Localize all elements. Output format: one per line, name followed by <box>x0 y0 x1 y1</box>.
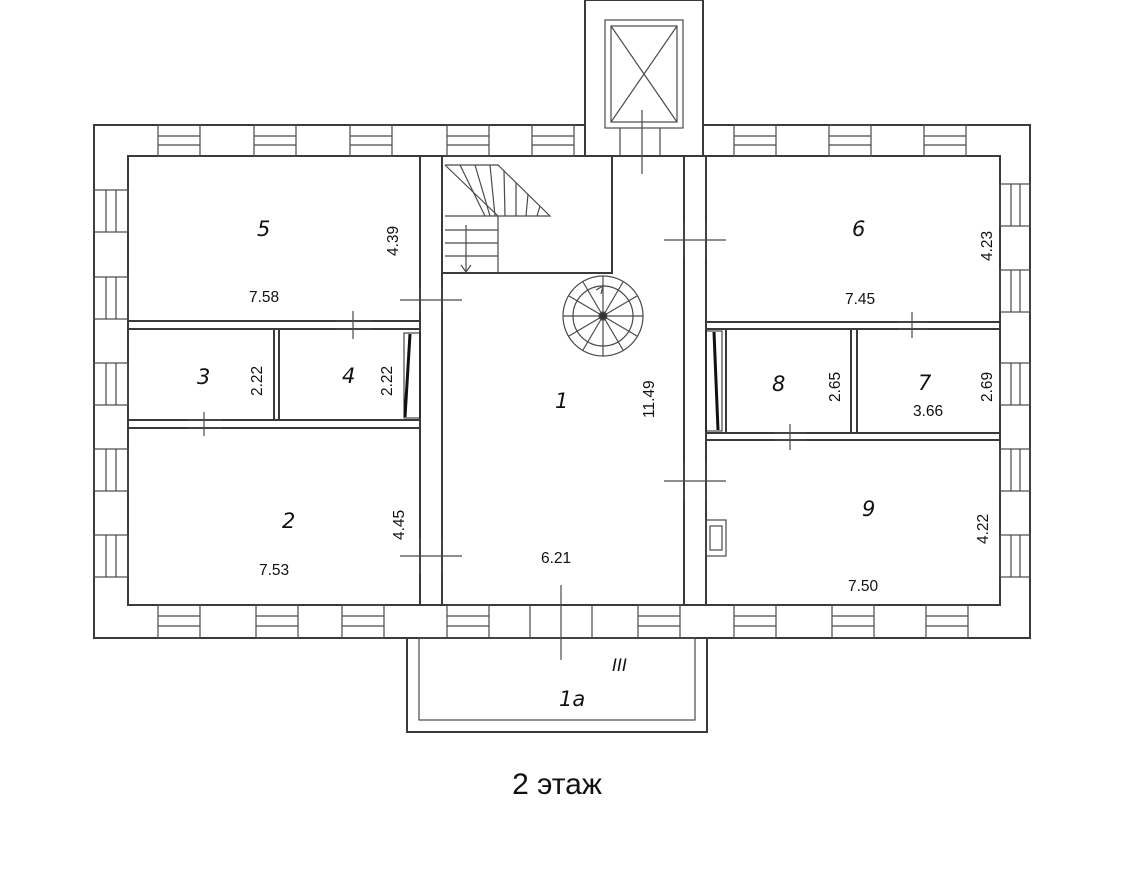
floor-caption: 2 этаж <box>512 768 602 801</box>
dim-room5-width: 7.58 <box>249 289 279 306</box>
room-number-8: 8 <box>772 372 785 396</box>
room-dimensions: 11.49 6.21 4.45 7.53 2.22 2.22 4.39 7.58… <box>249 226 996 595</box>
dim-room2-width: 7.53 <box>259 562 289 579</box>
balcony <box>406 637 708 733</box>
dim-room3-height: 2.22 <box>249 366 266 396</box>
dim-room4-height: 2.22 <box>379 366 396 396</box>
dim-room9-width: 7.50 <box>848 578 879 595</box>
dim-room9-height: 4.22 <box>975 514 992 544</box>
doors <box>188 222 928 660</box>
windows <box>93 124 1031 639</box>
axis-mark: III <box>612 656 627 676</box>
dim-room8-height: 2.65 <box>827 372 844 402</box>
room-number-1: 1 <box>555 389 568 413</box>
room-number-4: 4 <box>342 364 355 388</box>
dim-room6-height: 4.23 <box>979 231 996 261</box>
dim-room7-width: 3.66 <box>913 403 943 420</box>
dim-room7-height: 2.69 <box>979 372 996 402</box>
room-number-3: 3 <box>197 365 210 389</box>
room-number-2: 2 <box>282 509 295 533</box>
spiral-staircase <box>562 275 644 357</box>
room-number-6: 6 <box>852 217 865 241</box>
room-labels: 1 1а 2 3 4 5 6 7 8 9 III <box>197 217 932 711</box>
room-number-9: 9 <box>862 497 875 521</box>
dim-room1-width: 6.21 <box>541 550 571 567</box>
room-number-5: 5 <box>257 217 270 241</box>
closet-fixtures <box>403 330 727 557</box>
elevator-shaft <box>584 0 704 174</box>
room-number-1a: 1а <box>559 687 585 711</box>
staircase <box>444 164 552 274</box>
dim-room6-width: 7.45 <box>845 291 875 308</box>
dim-room5-height: 4.39 <box>385 226 402 256</box>
dim-room1-length: 11.49 <box>641 380 658 418</box>
room-number-7: 7 <box>918 371 932 395</box>
dim-room2-height: 4.45 <box>391 510 408 540</box>
